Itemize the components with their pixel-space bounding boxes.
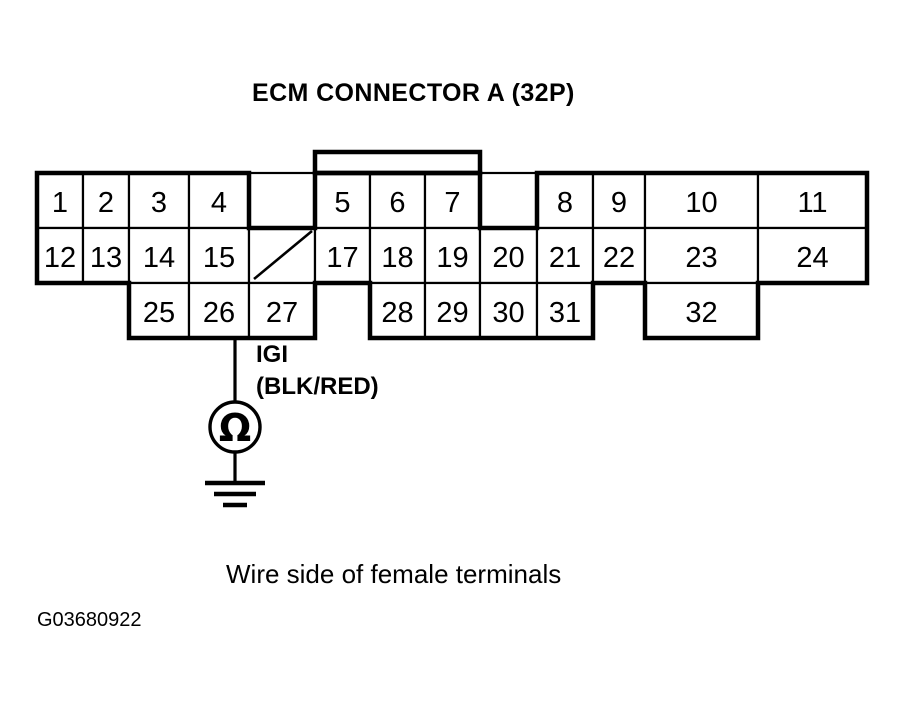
pin-number-17: 17: [326, 242, 358, 274]
pin-number-22: 22: [603, 242, 635, 274]
ground-symbol: [205, 452, 265, 508]
connector-pin-blank: [478, 171, 539, 230]
connector-pin-12: [35, 226, 85, 285]
connector-row-middle: 12 13 14 15 17 18 19 20 21 22 23 24: [35, 226, 869, 285]
ohm-glyph: Ω: [219, 406, 251, 450]
pin-number-4: 4: [211, 187, 227, 219]
connector-pin-30: [478, 281, 539, 340]
wire-color-label: (BLK/RED): [256, 373, 379, 400]
pin-number-24: 24: [796, 242, 828, 274]
pin-number-25: 25: [143, 297, 175, 329]
pin-number-2: 2: [98, 187, 114, 219]
pin-number-3: 3: [151, 187, 167, 219]
pin-number-8: 8: [557, 187, 573, 219]
pin-number-31: 31: [549, 297, 581, 329]
unused-pin-slash: [253, 229, 313, 281]
connector-row-bottom: 25 26 27 28 29 30 31 32: [127, 281, 760, 340]
pin-number-27: 27: [266, 297, 298, 329]
pin-number-6: 6: [389, 187, 405, 219]
connector-pin-29: [423, 281, 482, 340]
connector-body-outline: [34, 170, 870, 341]
pin-number-14: 14: [143, 242, 175, 274]
pin-number-12: 12: [44, 242, 76, 274]
pin-number-23: 23: [685, 242, 717, 274]
page-title: ECM CONNECTOR A (32P): [252, 79, 575, 107]
pin-number-15: 15: [203, 242, 235, 274]
pin-number-13: 13: [90, 242, 122, 274]
connector-pin-18: [368, 226, 427, 285]
pin-number-20: 20: [492, 242, 524, 274]
connector-pin-26: [187, 281, 251, 340]
pin-number-11: 11: [797, 187, 827, 219]
connector-pin-10: [643, 171, 760, 230]
pin-number-32: 32: [685, 297, 717, 329]
pin-number-1: 1: [52, 187, 68, 219]
connector-pin-6: [368, 171, 427, 230]
connector-locking-tab: [312, 149, 483, 176]
pin-number-30: 30: [492, 297, 524, 329]
pin-number-9: 9: [611, 187, 627, 219]
pin-number-7: 7: [444, 187, 460, 219]
figure-caption: Wire side of female terminals: [226, 559, 561, 589]
figure-id: G03680922: [37, 609, 142, 631]
pin-number-29: 29: [436, 297, 468, 329]
connector-pin-24: [756, 226, 869, 285]
wire-signal-label: IGI: [256, 341, 288, 368]
ohmmeter-symbol: Ω: [208, 400, 262, 454]
connector-pin-14: [127, 226, 191, 285]
pin-number-5: 5: [334, 187, 350, 219]
connector-pin-blank: [247, 171, 317, 230]
pin-number-10: 10: [685, 187, 717, 219]
pin-number-26: 26: [203, 297, 235, 329]
pin-number-28: 28: [381, 297, 413, 329]
pin-number-19: 19: [436, 242, 468, 274]
pin-number-18: 18: [381, 242, 413, 274]
pin-number-21: 21: [549, 242, 581, 274]
